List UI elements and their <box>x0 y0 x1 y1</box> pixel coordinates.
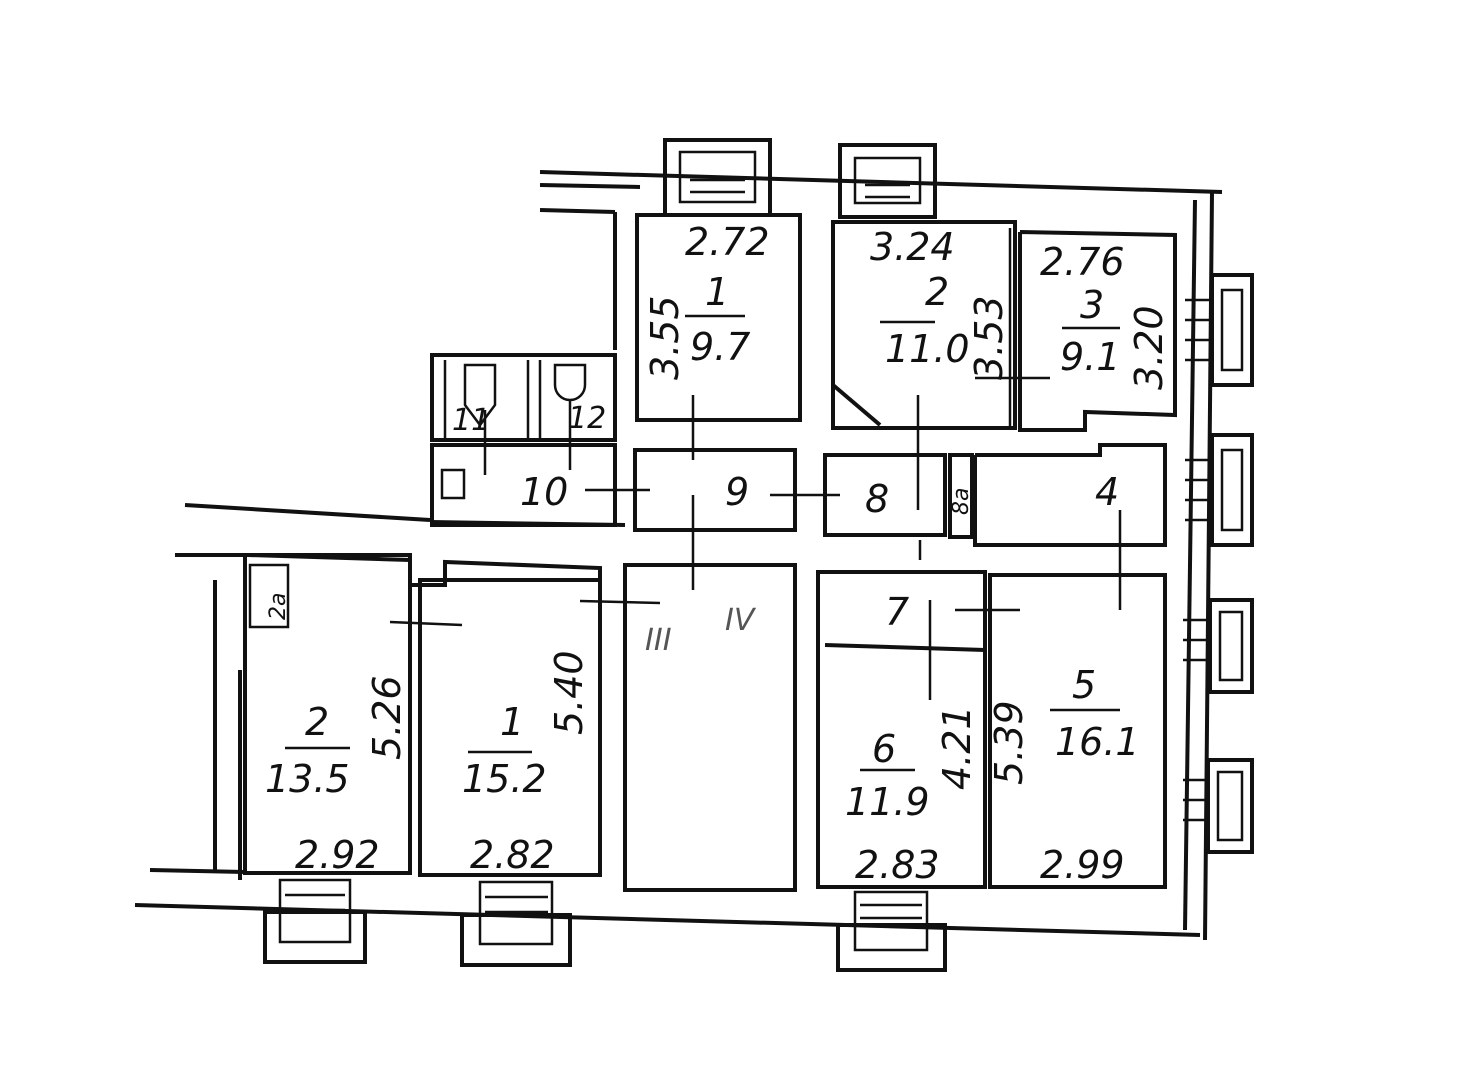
room-width: 3.24 <box>870 225 955 269</box>
room-12-label: 12 <box>568 401 606 436</box>
room-width: 2.92 <box>295 833 380 877</box>
room-width: 2.83 <box>855 843 940 887</box>
room-6-bottom: 6 11.9 4.21 2.83 <box>845 705 979 887</box>
room-number: 3 <box>1080 283 1104 327</box>
room-number: 6 <box>872 727 896 771</box>
room-length: 3.20 <box>1127 305 1171 390</box>
room-1-bottom: 1 15.2 5.40 2.82 <box>462 650 591 877</box>
room-number: 5 <box>1072 663 1096 707</box>
passage-marks <box>389 376 1122 700</box>
room-length: 4.21 <box>935 705 979 790</box>
room-width: 2.76 <box>1040 240 1125 284</box>
porches <box>263 138 1254 972</box>
room-number: 2 <box>925 270 949 314</box>
room-area: 11.9 <box>845 780 930 824</box>
room-length: 5.26 <box>365 675 409 760</box>
room-1-top: 2.72 1 9.7 3.55 <box>643 220 770 380</box>
room-number: 1 <box>500 700 524 744</box>
room-10-label: 10 <box>520 470 568 514</box>
room-number: 1 <box>705 270 729 314</box>
room-11-label: 11 <box>452 403 490 438</box>
room-7-label: 7 <box>885 590 909 634</box>
room-2-bottom: 2 13.5 5.26 2.92 <box>265 675 409 877</box>
room-length: 3.53 <box>967 295 1011 380</box>
room-walls <box>243 213 1177 892</box>
closet-2a-label: 2a <box>266 593 291 620</box>
room-area: 15.2 <box>462 757 547 801</box>
room-area: 16.1 <box>1055 720 1140 764</box>
stair-3-label: III <box>645 623 672 658</box>
room-length: 5.39 <box>987 700 1031 785</box>
room-3-top: 2.76 3 9.1 3.20 <box>1040 240 1171 390</box>
room-width: 2.82 <box>470 833 555 877</box>
room-area: 13.5 <box>265 757 350 801</box>
room-length: 5.40 <box>547 650 591 735</box>
room-area: 9.1 <box>1060 335 1120 379</box>
room-area: 11.0 <box>885 327 970 371</box>
room-9-label: 9 <box>725 470 749 514</box>
room-area: 9.7 <box>690 325 750 369</box>
room-5-bottom: 5 16.1 5.39 2.99 <box>987 663 1140 887</box>
room-width: 2.72 <box>685 220 770 264</box>
room-8a-label: 8a <box>949 488 974 515</box>
room-8-label: 8 <box>865 477 889 521</box>
stair-4-label: IV <box>725 603 757 638</box>
room-4-label: 4 <box>1095 470 1119 514</box>
room-2-top: 3.24 2 11.0 3.53 <box>870 225 1011 380</box>
room-length: 3.55 <box>643 295 687 380</box>
room-number: 2 <box>305 700 329 744</box>
room-width: 2.99 <box>1040 843 1125 887</box>
